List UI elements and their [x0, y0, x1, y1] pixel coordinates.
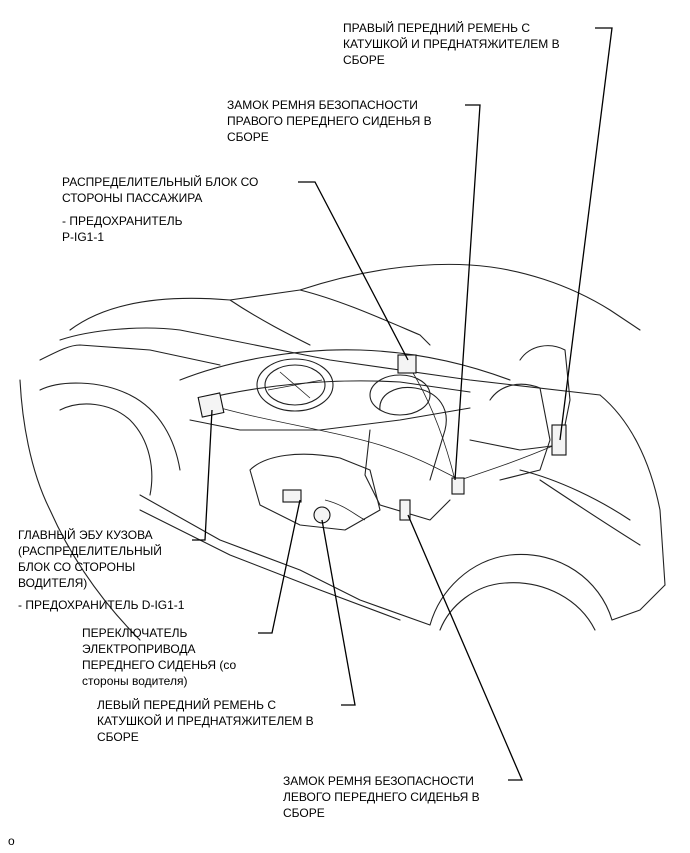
label-driver-fuse: - ПРЕДОХРАНИТЕЛЬ D-IG1-1 — [18, 598, 185, 612]
label-right-front-belt: ПРАВЫЙ ПЕРЕДНИЙ РЕМЕНЬ С КАТУШКОЙ И ПРЕД… — [343, 21, 560, 67]
passenger-junction-block-unit — [397, 354, 417, 374]
seat-power-switch-unit — [282, 489, 302, 503]
wiring-harness — [209, 367, 556, 521]
label-passenger-junction-block: РАСПРЕДЕЛИТЕЛЬНЫЙ БЛОК СО СТОРОНЫ ПАССАЖ… — [62, 175, 259, 205]
figure-code: o — [8, 834, 15, 848]
label-left-front-belt: ЛЕВЫЙ ПЕРЕДНИЙ РЕМЕНЬ С КАТУШКОЙ И ПРЕДН… — [97, 698, 314, 744]
label-right-front-buckle: ЗАМОК РЕМНЯ БЕЗОПАСНОСТИ ПРАВОГО ПЕРЕДНЕ… — [227, 98, 432, 144]
label-main-body-ecu: ГЛАВНЫЙ ЭБУ КУЗОВА (РАСПРЕДЕЛИТЕЛЬНЫЙ БЛ… — [18, 528, 162, 590]
right-front-buckle-unit — [451, 477, 465, 495]
main-body-ecu-unit — [197, 392, 225, 418]
front-seats — [249, 345, 571, 531]
label-passenger-fuse: - ПРЕДОХРАНИТЕЛЬ P-IG1-1 — [62, 214, 183, 244]
right-front-belt-retractor — [551, 424, 567, 456]
dashboard-and-steering-wheel — [179, 349, 511, 431]
label-left-front-buckle: ЗАМОК РЕМНЯ БЕЗОПАСНОСТИ ЛЕВОГО ПЕРЕДНЕГ… — [283, 774, 480, 820]
left-front-buckle-unit — [399, 499, 411, 521]
label-seat-power-switch: ПЕРЕКЛЮЧАТЕЛЬ ЭЛЕКТРОПРИВОДА ПЕРЕДНЕГО С… — [82, 626, 237, 688]
car-body-outline — [19, 263, 666, 641]
leader-lines — [192, 27, 613, 781]
